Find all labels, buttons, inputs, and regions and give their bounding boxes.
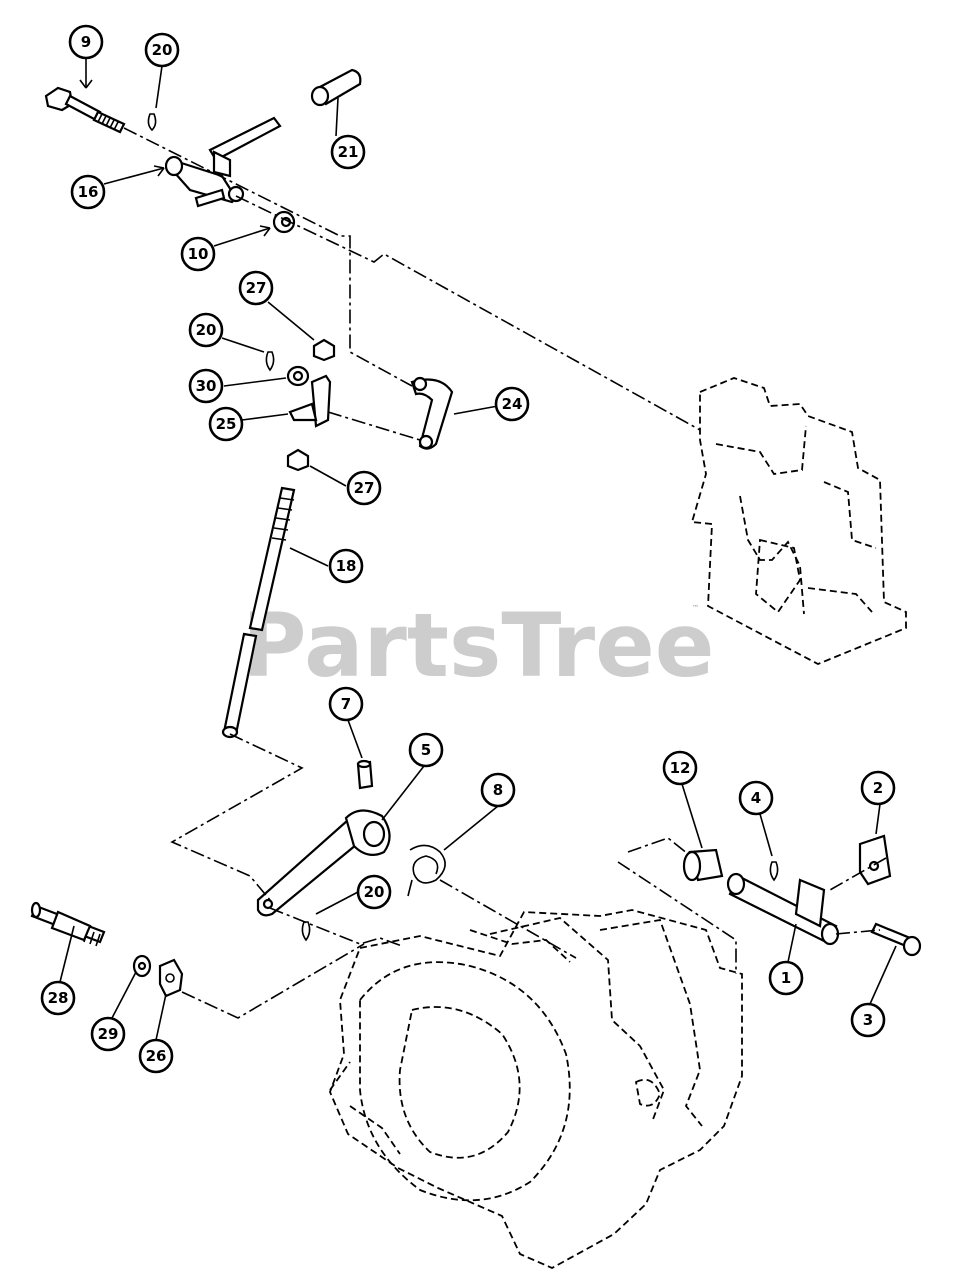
cotter-pin-part-4 — [769, 861, 779, 882]
callout-label: 5 — [421, 741, 431, 759]
callout-2: 2 — [860, 770, 896, 806]
callout-label: 9 — [81, 33, 91, 51]
callout-20: 20 — [188, 312, 224, 348]
bracket-part-25 — [288, 374, 332, 428]
callout-27: 27 — [238, 270, 274, 306]
linkage-part-24 — [410, 376, 454, 450]
rod-part-18 — [221, 486, 296, 739]
callout-20: 20 — [356, 874, 392, 910]
bushing-part-12 — [682, 848, 724, 882]
callout-label: 1 — [781, 969, 791, 987]
frame-outline-phantom — [690, 377, 907, 665]
bolt-part-9 — [44, 86, 126, 134]
nut-part-27a — [312, 338, 336, 362]
callout-5: 5 — [408, 732, 444, 768]
washer-part-30 — [286, 365, 310, 387]
callout-label: 10 — [188, 245, 209, 263]
transmission-housing-phantom — [329, 909, 743, 1270]
callout-label: 16 — [78, 183, 99, 201]
callout-label: 4 — [751, 789, 761, 807]
callout-label: 28 — [48, 989, 69, 1007]
callout-27: 27 — [346, 470, 382, 506]
callout-21: 21 — [330, 134, 366, 170]
callout-label: 20 — [196, 321, 217, 339]
callout-label: 3 — [863, 1011, 873, 1029]
callout-7: 7 — [328, 686, 364, 722]
callout-1: 1 — [768, 960, 804, 996]
block-part-2 — [858, 834, 892, 886]
callout-label: 30 — [196, 377, 217, 395]
spring-part-8 — [407, 844, 446, 897]
shaft-part-1 — [726, 872, 840, 946]
callout-label: 8 — [493, 781, 503, 799]
callout-label: 26 — [146, 1047, 167, 1065]
callout-label: 27 — [246, 279, 267, 297]
callout-10: 10 — [180, 236, 216, 272]
callout-25: 25 — [208, 406, 244, 442]
lever-arm-part-5 — [256, 809, 391, 917]
callout-8: 8 — [480, 772, 516, 808]
callout-18: 18 — [328, 548, 364, 584]
watermark-trademark: ™ — [692, 604, 699, 612]
handle-grip-part-21 — [208, 68, 362, 162]
callout-label: 2 — [873, 779, 883, 797]
nut-part-27b — [286, 448, 310, 472]
callout-label: 29 — [98, 1025, 119, 1043]
bushing-part-10 — [272, 210, 296, 234]
callout-20: 20 — [144, 32, 180, 68]
callout-9: 9 — [68, 24, 104, 60]
callout-28: 28 — [40, 980, 76, 1016]
callout-label: 25 — [216, 415, 237, 433]
callout-12: 12 — [662, 750, 698, 786]
callout-3: 3 — [850, 1002, 886, 1038]
callout-26: 26 — [138, 1038, 174, 1074]
cotter-pin-part-20a — [147, 113, 157, 132]
callout-24: 24 — [494, 386, 530, 422]
callout-29: 29 — [90, 1016, 126, 1052]
pin-part-7 — [356, 759, 374, 790]
washer-part-29 — [132, 954, 152, 978]
callout-label: 24 — [502, 395, 523, 413]
callout-label: 20 — [364, 883, 385, 901]
callout-label: 12 — [670, 759, 691, 777]
cotter-pin-part-20c — [301, 921, 311, 942]
leader-lines — [59, 58, 897, 1041]
threaded-stud-part-28 — [30, 901, 106, 947]
callout-label: 18 — [336, 557, 357, 575]
callout-label: 20 — [152, 41, 173, 59]
callout-30: 30 — [188, 368, 224, 404]
callout-label: 27 — [354, 479, 375, 497]
nut-part-26 — [158, 958, 184, 998]
callout-label: 7 — [341, 695, 351, 713]
callout-16: 16 — [70, 174, 106, 210]
shaft-part-16 — [164, 150, 245, 208]
callout-4: 4 — [738, 780, 774, 816]
cotter-pin-part-20b — [265, 351, 275, 372]
assembly-lines — [123, 127, 887, 1019]
bolt-part-3 — [870, 922, 922, 957]
callout-label: 21 — [338, 143, 359, 161]
watermark-text: PartsTree — [242, 594, 714, 697]
